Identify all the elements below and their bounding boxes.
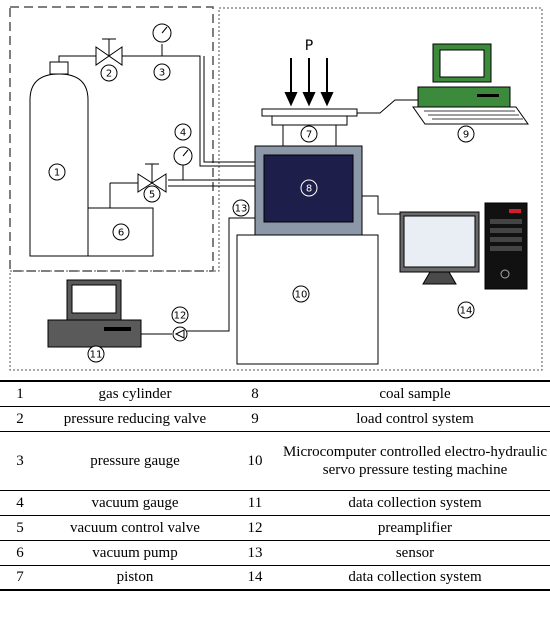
test-system-dashed-box — [9, 7, 543, 371]
callout-label-12: 12 — [174, 311, 187, 322]
legend-name: data collection system — [348, 569, 482, 586]
coal-sample-chamber — [254, 145, 363, 236]
callout-label-10: 10 — [295, 290, 308, 301]
vacuum-control-valve — [137, 163, 167, 193]
callout-circle-12 — [171, 306, 189, 324]
legend-row: 3 pressure gauge 10 Microcomputer controlle… — [0, 431, 550, 490]
legend-name: sensor — [395, 544, 435, 561]
legend-number: 10 — [247, 452, 263, 469]
data-collection-computer-left — [47, 279, 142, 348]
callout-label-6: 6 — [118, 228, 124, 239]
legend-row: 4 vacuum gauge 11 data collection system — [0, 490, 550, 515]
legend-name: pressure reducing valve — [63, 410, 207, 427]
legend-name: preamplifier — [377, 519, 453, 536]
pressure-reducing-valve — [95, 38, 123, 66]
legend-number: 5 — [16, 519, 24, 536]
callout-circle-5 — [143, 185, 161, 203]
experimental-setup-diagram: P — [9, 6, 543, 371]
legend-name: data collection system — [348, 494, 482, 511]
legend-row: 1 gas cylinder 8 coal sample — [0, 381, 550, 406]
vacuum-gauge — [173, 146, 193, 166]
load-control-computer — [412, 43, 529, 125]
legend-name: vacuum control valve — [70, 519, 200, 536]
legend-number: 6 — [16, 544, 24, 561]
testing-machine — [236, 234, 379, 365]
callout-label-8: 8 — [306, 184, 312, 195]
callout-circle-8 — [300, 179, 318, 197]
legend-number: 1 — [16, 385, 24, 402]
legend-name: piston — [116, 569, 154, 586]
legend-name: vacuum gauge — [91, 494, 179, 511]
load-label: P — [305, 38, 313, 54]
callout-circle-7 — [300, 125, 318, 143]
legend-row: 7 piston 14 data collection system — [0, 565, 550, 590]
callout-circle-1 — [48, 163, 66, 181]
callout-label-3: 3 — [159, 68, 165, 79]
callout-label-14: 14 — [460, 306, 473, 317]
legend-row: 5 vacuum control valve 12 preamplifier — [0, 515, 550, 540]
callout-circle-13 — [232, 199, 250, 217]
legend-name: coal sample — [379, 385, 451, 402]
legend-name: Microcomputer controlled electro-hydraul… — [282, 443, 548, 478]
legend-name: vacuum pump — [92, 544, 178, 561]
callout-circle-14 — [457, 301, 475, 319]
legend-number: 7 — [16, 569, 24, 586]
callout-circle-11 — [87, 345, 105, 363]
callout-label-2: 2 — [106, 69, 112, 80]
legend-number: 3 — [16, 452, 24, 469]
legend-number: 2 — [16, 410, 24, 427]
callout-label-11: 11 — [90, 350, 103, 361]
callout-label-13: 13 — [235, 204, 248, 215]
gas-cylinder — [29, 61, 89, 257]
preamplifier — [172, 326, 188, 342]
legend-number: 14 — [247, 569, 263, 586]
callout-label-5: 5 — [149, 190, 155, 201]
legend-number: 13 — [247, 544, 263, 561]
callout-circle-4 — [174, 123, 192, 141]
data-collection-computer-right — [399, 202, 528, 290]
legend-number: 8 — [251, 385, 259, 402]
callout-circle-10 — [292, 285, 310, 303]
cables — [141, 99, 418, 335]
legend-number: 9 — [251, 410, 259, 427]
legend-number: 11 — [247, 494, 263, 511]
legend-number: 12 — [247, 519, 263, 536]
legend-row: 2 pressure reducing valve 9 load control sy… — [0, 406, 550, 431]
legend-number: 4 — [16, 494, 24, 511]
legend-name: gas cylinder — [98, 385, 172, 402]
legend-name: load control system — [356, 410, 474, 427]
load-arrows — [284, 58, 334, 107]
callout-circle-3 — [153, 63, 171, 81]
callout-circle-6 — [112, 223, 130, 241]
gas-pipes — [58, 44, 255, 208]
legend-name: pressure gauge — [90, 452, 180, 469]
callout-label-4: 4 — [180, 128, 186, 139]
legend-table: 1 gas cylinder 8 coal sample 2 pressure reduc… — [0, 380, 550, 591]
pressure-gauge — [152, 23, 172, 43]
callout-label-9: 9 — [463, 130, 469, 141]
callout-label-7: 7 — [306, 130, 312, 141]
vacuum-pump — [87, 207, 154, 257]
callout-circle-2 — [100, 64, 118, 82]
callout-label-1: 1 — [54, 168, 60, 179]
callout-circle-9 — [457, 125, 475, 143]
legend-row: 6 vacuum pump 13 sensor — [0, 540, 550, 565]
